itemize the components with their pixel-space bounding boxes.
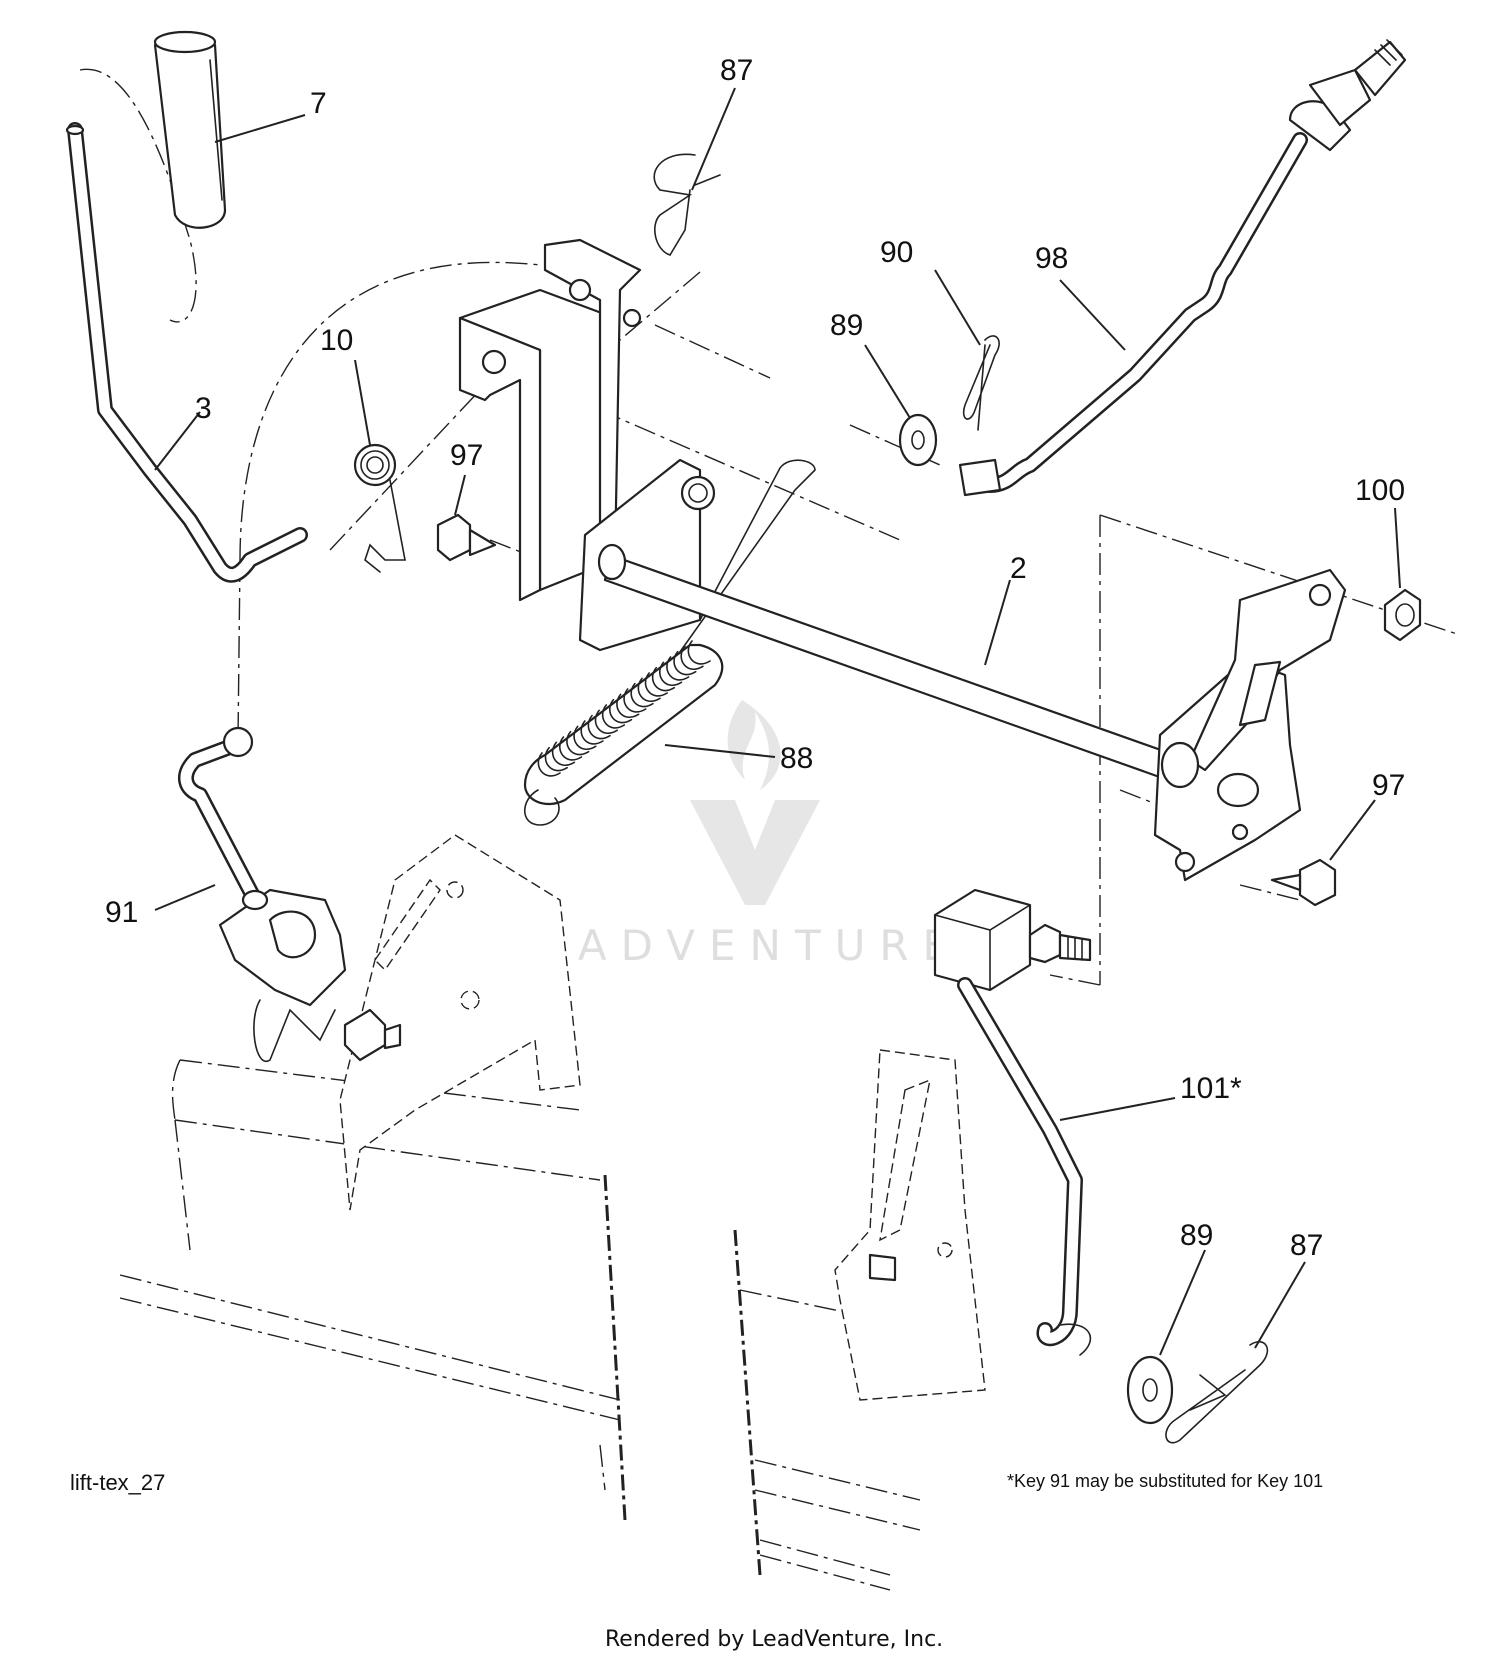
adjuster-block-rod	[933, 888, 1092, 1356]
left-link-rod	[178, 726, 402, 1063]
left-hanger-hole	[460, 990, 480, 1010]
callout-10: 10	[320, 324, 353, 357]
left-hanger-hole-top	[446, 881, 464, 899]
handle-grip	[153, 34, 227, 229]
flat-washer-upper	[898, 413, 938, 467]
right-lift-arm	[1153, 568, 1347, 882]
spring-wire	[659, 459, 816, 681]
footer-credit: Rendered by LeadVenture, Inc.	[605, 1627, 943, 1652]
watermark-text: LEADVENTURE	[500, 921, 963, 970]
callout-2: 2	[1010, 552, 1027, 585]
right-hanger-slot	[879, 1078, 931, 1242]
grip-texture	[209, 59, 223, 201]
right-hanger-hole	[937, 1242, 953, 1258]
right-rod-threaded-end	[1288, 39, 1407, 152]
pivot-spring-coil	[680, 475, 716, 511]
bolt-lower	[1270, 858, 1337, 907]
callout-89-upper: 89	[830, 309, 863, 342]
handle-rod-end	[65, 124, 85, 136]
callout-100: 100	[1355, 474, 1405, 507]
extension-spring	[523, 640, 724, 826]
shaft-end-left	[597, 543, 627, 581]
right-hanger-pin	[868, 1253, 897, 1282]
arm-shaft-collar	[1160, 741, 1200, 789]
callouts: 7 87 90 98 89 10 3 97 100 2 88 97 91 101…	[105, 54, 1405, 1356]
callout-89-lower: 89	[1180, 1219, 1213, 1252]
right-link-rod	[982, 132, 1308, 493]
watermark-logo	[690, 700, 820, 905]
callout-87-upper: 87	[720, 54, 753, 87]
callout-91: 91	[105, 896, 138, 929]
left-hanger-slot	[374, 878, 441, 972]
hairpin-cotter-lower	[1165, 1341, 1269, 1444]
callout-7: 7	[310, 87, 327, 120]
bolt-upper	[436, 513, 497, 562]
torsion-spring	[353, 443, 406, 573]
hex-nut	[1383, 588, 1422, 642]
callout-90: 90	[880, 236, 913, 269]
callout-88: 88	[780, 742, 813, 775]
callout-98: 98	[1035, 242, 1068, 275]
callout-97-lower: 97	[1372, 769, 1405, 802]
callout-97-upper: 97	[450, 439, 483, 472]
mower-deck-outline	[119, 1059, 931, 1591]
footnote: *Key 91 may be substituted for Key 101	[1007, 1471, 1323, 1491]
right-rod-ferrule	[958, 458, 1002, 497]
arm-pivot-pin	[1216, 772, 1260, 808]
callout-3: 3	[195, 392, 212, 425]
flat-washer-lower	[1126, 1355, 1174, 1425]
callout-101: 101*	[1180, 1072, 1242, 1105]
grip-top	[153, 30, 217, 54]
callout-87-lower: 87	[1290, 1229, 1323, 1262]
hairpin-cotter-upper	[653, 153, 721, 256]
left-rod-ball	[222, 726, 254, 758]
drawing-id: lift-tex_27	[70, 1470, 165, 1495]
right-deck-hanger	[834, 1049, 986, 1401]
hairpin-clip-upper	[962, 335, 1000, 431]
lift-mounting-bracket	[458, 238, 642, 602]
